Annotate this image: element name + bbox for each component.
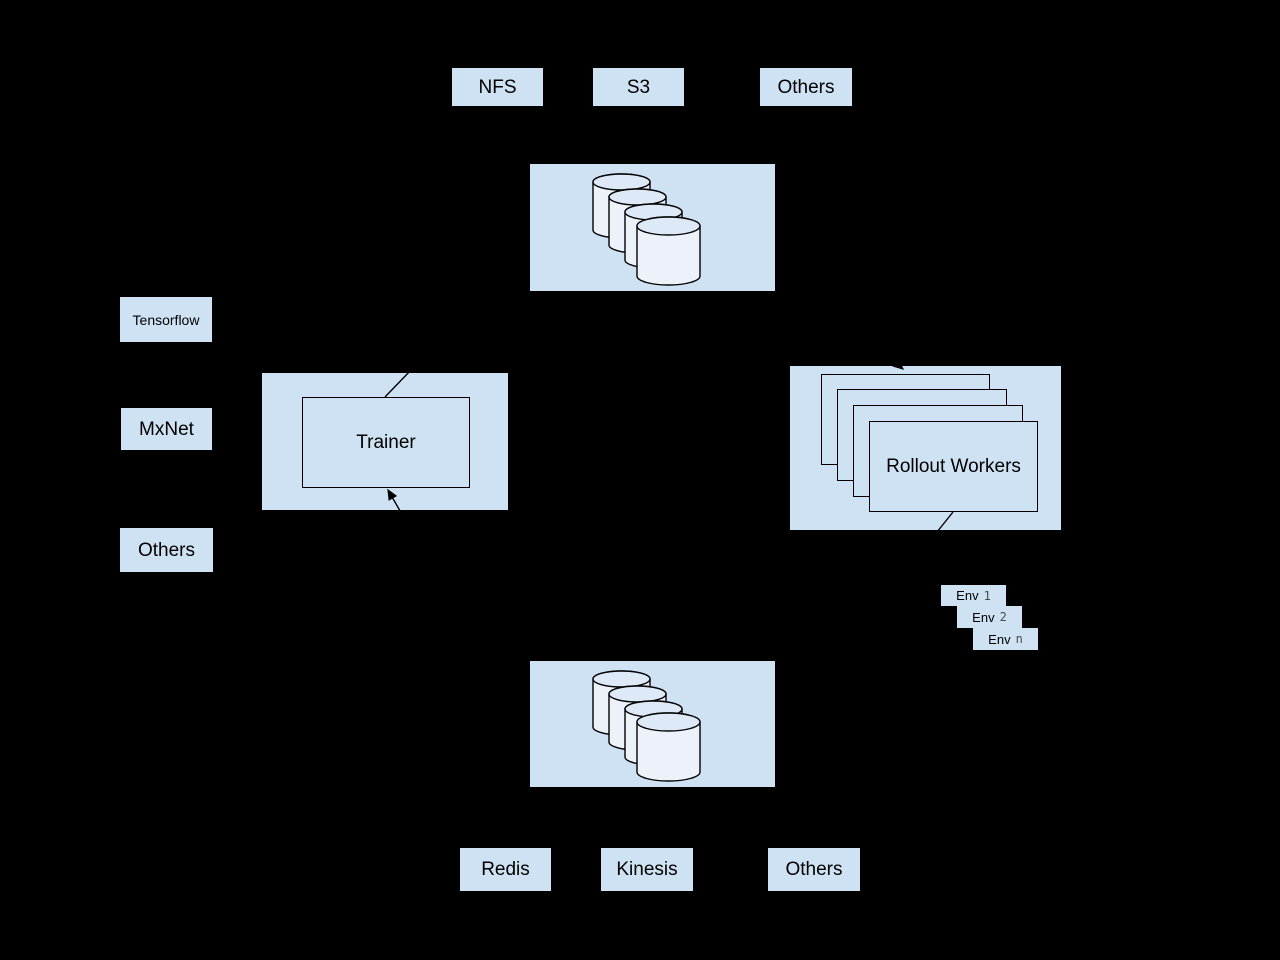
env-box-2: Env 2 (957, 606, 1022, 628)
queue-box-others-bottom: Others (768, 848, 860, 891)
framework-box-others-left: Others (120, 528, 213, 572)
env-index: 2 (999, 610, 1007, 624)
env-box-1: Env 1 (941, 585, 1006, 606)
trainer-group: Trainer (262, 373, 508, 510)
rollout-workers-node: Rollout Workers (869, 421, 1038, 512)
storage-box-others-top: Others (760, 68, 852, 106)
database-cluster-icon (592, 173, 701, 286)
framework-box-tensorflow: Tensorflow (120, 297, 212, 342)
framework-box-mxnet: MxNet (121, 408, 212, 450)
rollout-workers-group: Rollout Workers (790, 366, 1061, 530)
database-cluster-icon (592, 670, 701, 782)
database-cluster-top (530, 164, 775, 291)
env-label: Env (972, 609, 995, 625)
env-box-n: Env n (973, 628, 1038, 650)
env-index: n (1015, 632, 1023, 646)
database-cluster-bottom (530, 661, 775, 787)
trainer-node: Trainer (302, 397, 470, 488)
storage-box-s3: S3 (593, 68, 684, 106)
env-label: Env (988, 631, 1011, 647)
env-index: 1 (983, 588, 991, 603)
queue-box-redis: Redis (460, 848, 551, 891)
env-label: Env (956, 588, 979, 603)
queue-box-kinesis: Kinesis (601, 848, 693, 891)
storage-box-nfs: NFS (452, 68, 543, 106)
